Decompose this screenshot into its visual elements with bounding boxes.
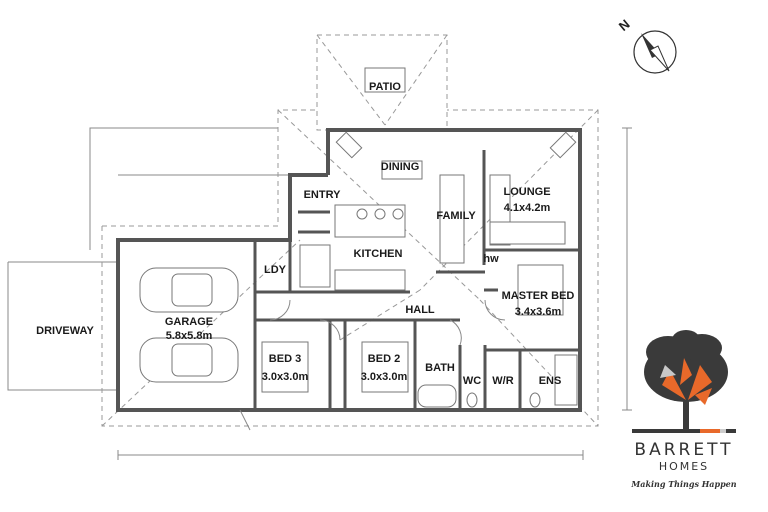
patio-table (364, 67, 406, 93)
dining-table (381, 160, 423, 180)
barrett-homes-logo: BARRETT HOMES Making Things Happen (630, 330, 737, 489)
furniture (139, 67, 578, 408)
interior-walls (253, 150, 580, 410)
label-driveway: DRIVEWAY (36, 325, 94, 337)
label-bath: BATH (425, 362, 455, 374)
label-kitchen: KITCHEN (354, 248, 403, 260)
label-lounge-size: 4.1x4.2m (504, 202, 551, 214)
logo-tagline: Making Things Happen (630, 479, 736, 489)
label-ensuite: ENS (539, 375, 562, 387)
family-sofa (439, 174, 465, 264)
master-bed (517, 264, 564, 316)
dimension-lines (117, 127, 632, 460)
kitchen-island (334, 204, 406, 238)
bathtub (417, 384, 457, 408)
label-bed2-size: 3.0x3.0m (361, 371, 408, 383)
label-garage-size: 5.8x5.8m (166, 330, 213, 342)
label-garage: GARAGE (165, 316, 213, 328)
ens-toilet (529, 392, 541, 408)
logo-name: BARRETT (634, 440, 733, 460)
tree-icon (644, 330, 728, 430)
label-hot-water: hw (483, 253, 499, 265)
label-bed3-size: 3.0x3.0m (262, 371, 309, 383)
car-2 (139, 337, 239, 383)
label-lounge: LOUNGE (503, 186, 550, 198)
car-1 (139, 267, 239, 313)
bed-3 (261, 341, 309, 393)
label-entry: ENTRY (304, 189, 342, 201)
room-labels: PATIO DINING ENTRY FAMILY LOUNGE 4.1x4.2… (36, 81, 574, 387)
logo-subname: HOMES (659, 460, 709, 473)
label-family: FAMILY (436, 210, 476, 222)
wc-toilet (466, 392, 478, 408)
label-master-bed: MASTER BED (502, 290, 575, 302)
bed-2 (361, 341, 409, 393)
label-bed2: BED 2 (368, 353, 400, 365)
label-laundry: LDY (264, 264, 287, 276)
exterior-walls (116, 128, 582, 412)
label-master-bed-size: 3.4x3.6m (515, 306, 562, 318)
label-dining: DINING (381, 161, 420, 173)
north-arrow-icon: N (616, 16, 677, 74)
label-hall: HALL (405, 304, 435, 316)
label-walk-in-robe: W/R (492, 375, 513, 387)
doors (239, 299, 506, 431)
compass-north-label: N (616, 16, 633, 34)
label-wc: WC (463, 375, 481, 387)
label-patio: PATIO (369, 81, 401, 93)
label-bed3: BED 3 (269, 353, 301, 365)
